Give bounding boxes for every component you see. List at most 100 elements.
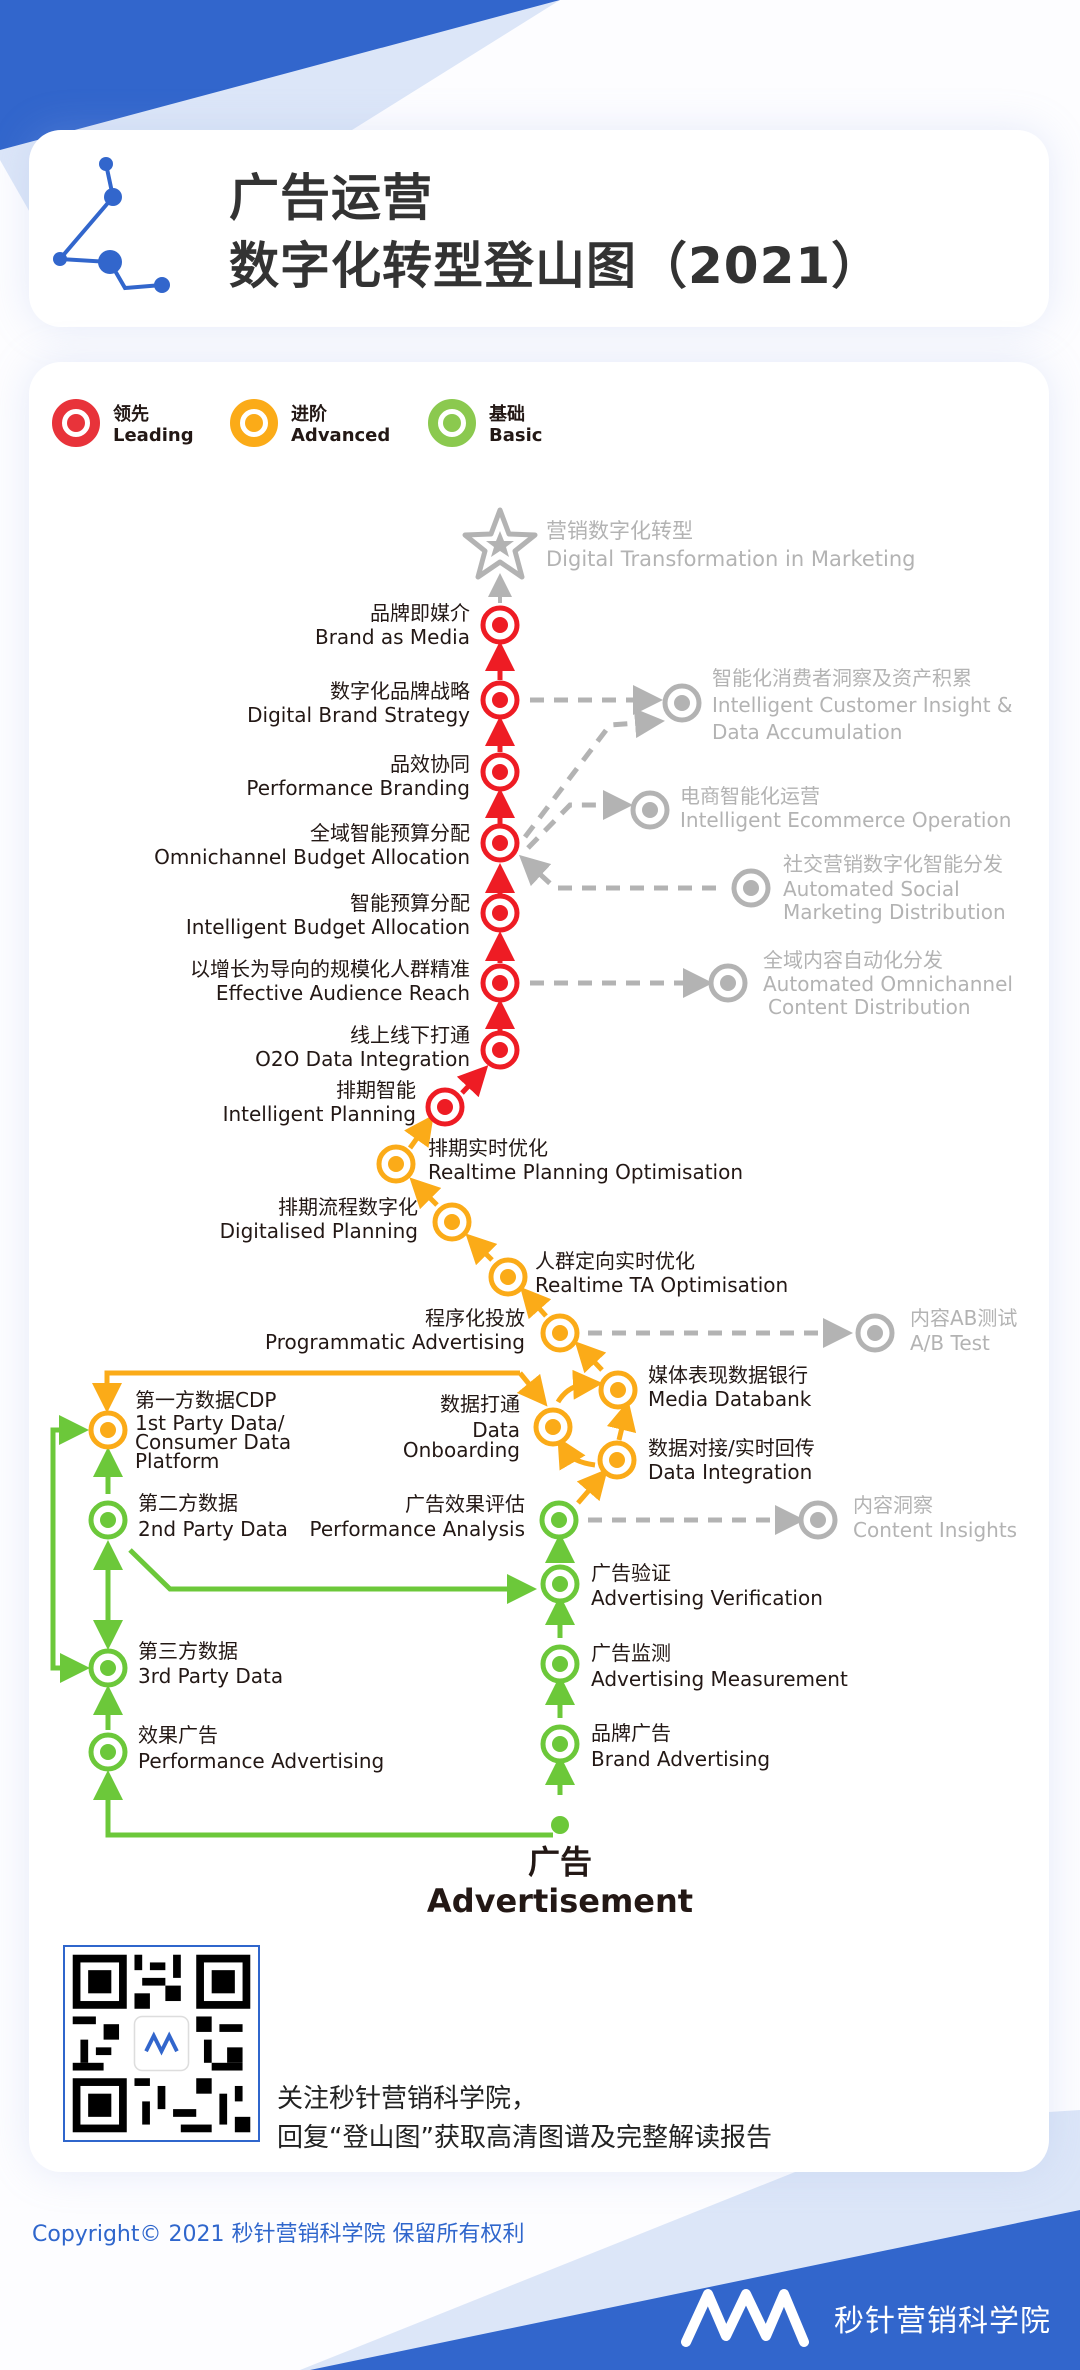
copyright-text: Copyright© 2021 秒针营销科学院 保留所有权利 bbox=[32, 2222, 525, 2247]
miaozhen-logo-icon bbox=[681, 2289, 809, 2347]
svg-text:Consumer Data: Consumer Data bbox=[135, 1430, 291, 1454]
svg-text:Intelligent Budget Allocation: Intelligent Budget Allocation bbox=[186, 915, 470, 939]
qr-caption-line2: 回复“登山图”获取高清图谱及完整解读报告 bbox=[277, 2123, 772, 2153]
root-en: Advertisement bbox=[427, 1882, 693, 1920]
legend-basic-icon bbox=[428, 399, 476, 447]
qr-pattern bbox=[72, 1954, 251, 2133]
svg-text:广告验证: 广告验证 bbox=[591, 1561, 671, 1585]
legend: 领先 Leading 进阶 Advanced 基础 Basic bbox=[52, 399, 542, 447]
svg-text:排期流程数字化: 排期流程数字化 bbox=[278, 1195, 418, 1219]
svg-text:智能预算分配: 智能预算分配 bbox=[350, 891, 470, 915]
node-performance-branding[interactable] bbox=[480, 752, 520, 792]
svg-text:全域内容自动化分发: 全域内容自动化分发 bbox=[763, 948, 943, 972]
legend-advanced-zh: 进阶 bbox=[291, 403, 328, 425]
svg-text:1st Party Data/: 1st Party Data/ bbox=[135, 1411, 285, 1435]
node-o2o[interactable] bbox=[480, 1030, 520, 1070]
svg-text:Intelligent Planning: Intelligent Planning bbox=[223, 1102, 416, 1126]
svg-text:品牌广告: 品牌广告 bbox=[591, 1721, 671, 1745]
svg-text:A/B Test: A/B Test bbox=[910, 1331, 990, 1355]
page-title-line1: 广告运营 bbox=[229, 169, 433, 227]
svg-text:Advertising Verification: Advertising Verification bbox=[591, 1586, 823, 1610]
summit-zh: 营销数字化转型 bbox=[546, 519, 693, 543]
node-digital-brand-strategy[interactable] bbox=[480, 680, 520, 720]
svg-text:媒体表现数据银行: 媒体表现数据银行 bbox=[648, 1363, 808, 1387]
svg-text:广告监测: 广告监测 bbox=[591, 1641, 671, 1665]
svg-text:Content Distribution: Content Distribution bbox=[768, 995, 971, 1019]
svg-text:以增长为导向的规模化人群精准: 以增长为导向的规模化人群精准 bbox=[190, 957, 470, 981]
svg-text:Performance Advertising: Performance Advertising bbox=[138, 1749, 384, 1773]
svg-text:Advertising Measurement: Advertising Measurement bbox=[591, 1667, 848, 1691]
node-performance-advertising[interactable] bbox=[88, 1732, 128, 1772]
svg-text:广告效果评估: 广告效果评估 bbox=[405, 1492, 525, 1516]
node-performance-analysis[interactable] bbox=[539, 1500, 579, 1540]
svg-text:数字化品牌战略: 数字化品牌战略 bbox=[330, 679, 470, 703]
legend-advanced-icon bbox=[230, 399, 278, 447]
svg-text:内容AB测试: 内容AB测试 bbox=[910, 1306, 1017, 1330]
svg-text:品牌即媒介: 品牌即媒介 bbox=[370, 601, 470, 625]
svg-text:排期智能: 排期智能 bbox=[336, 1078, 416, 1102]
node-brand-as-media[interactable] bbox=[480, 605, 520, 645]
node-effective-audience[interactable] bbox=[480, 963, 520, 1003]
legend-advanced-en: Advanced bbox=[291, 425, 390, 446]
svg-text:Automated Omnichannel: Automated Omnichannel bbox=[763, 972, 1013, 996]
node-ad-verification[interactable] bbox=[540, 1564, 580, 1604]
future-node-content-insights[interactable] bbox=[798, 1500, 838, 1540]
svg-text:第一方数据CDP: 第一方数据CDP bbox=[135, 1388, 276, 1412]
node-intelligent-planning[interactable] bbox=[425, 1087, 465, 1127]
root-zh: 广告 bbox=[528, 1843, 592, 1881]
future-node-ecommerce[interactable] bbox=[630, 790, 670, 830]
legend-leading-zh: 领先 bbox=[113, 403, 149, 425]
svg-text:排期实时优化: 排期实时优化 bbox=[428, 1136, 548, 1160]
page-title-line2: 数字化转型登山图（2021） bbox=[229, 237, 883, 295]
future-node-ab-test[interactable] bbox=[855, 1313, 895, 1353]
node-second-party[interactable] bbox=[88, 1500, 128, 1540]
svg-text:电商智能化运营: 电商智能化运营 bbox=[680, 784, 820, 808]
svg-text:内容洞察: 内容洞察 bbox=[853, 1493, 933, 1517]
node-realtime-planning[interactable] bbox=[376, 1144, 416, 1184]
node-realtime-ta[interactable] bbox=[488, 1257, 528, 1297]
svg-text:3rd Party Data: 3rd Party Data bbox=[138, 1664, 283, 1688]
qr-code-icon[interactable] bbox=[63, 1945, 260, 2142]
main-card bbox=[29, 362, 1049, 2172]
node-third-party[interactable] bbox=[88, 1648, 128, 1688]
svg-text:Intelligent Ecommerce Operatio: Intelligent Ecommerce Operation bbox=[680, 808, 1011, 832]
svg-text:Effective Audience Reach: Effective Audience Reach bbox=[216, 981, 470, 1005]
svg-text:线上线下打通: 线上线下打通 bbox=[350, 1023, 470, 1047]
svg-text:效果广告: 效果广告 bbox=[138, 1723, 218, 1747]
future-node-customer-insight[interactable] bbox=[662, 683, 702, 723]
node-intelligent-budget[interactable] bbox=[480, 893, 520, 933]
root-dot bbox=[551, 1816, 569, 1834]
node-ad-measurement[interactable] bbox=[540, 1644, 580, 1684]
svg-text:Brand as Media: Brand as Media bbox=[315, 625, 470, 649]
node-digitalised-planning[interactable] bbox=[432, 1202, 472, 1242]
node-omnichannel-budget[interactable] bbox=[480, 823, 520, 863]
legend-leading-icon bbox=[52, 399, 100, 447]
node-programmatic[interactable] bbox=[540, 1313, 580, 1353]
svg-text:Media Databank: Media Databank bbox=[648, 1387, 812, 1411]
svg-text:智能化消费者洞察及资产积累: 智能化消费者洞察及资产积累 bbox=[712, 666, 972, 690]
node-media-databank[interactable] bbox=[598, 1370, 638, 1410]
svg-text:Performance Analysis: Performance Analysis bbox=[310, 1517, 526, 1541]
legend-basic-zh: 基础 bbox=[488, 403, 525, 425]
svg-text:第三方数据: 第三方数据 bbox=[138, 1639, 238, 1663]
node-brand-advertising[interactable] bbox=[540, 1724, 580, 1764]
svg-text:Automated Social: Automated Social bbox=[783, 877, 960, 901]
legend-leading-en: Leading bbox=[113, 425, 194, 446]
svg-text:第二方数据: 第二方数据 bbox=[138, 1491, 238, 1515]
node-data-integration[interactable] bbox=[597, 1440, 637, 1480]
future-node-omni-content[interactable] bbox=[708, 963, 748, 1003]
svg-text:Realtime TA Optimisation: Realtime TA Optimisation bbox=[535, 1273, 788, 1297]
svg-text:Realtime Planning Optimisation: Realtime Planning Optimisation bbox=[428, 1160, 743, 1184]
qr-caption-line1: 关注秒针营销科学院， bbox=[277, 2084, 538, 2114]
legend-basic-en: Basic bbox=[489, 425, 542, 446]
svg-text:Data: Data bbox=[472, 1418, 520, 1442]
node-data-onboarding[interactable] bbox=[533, 1407, 573, 1447]
node-first-party[interactable] bbox=[88, 1410, 128, 1450]
svg-text:人群定向实时优化: 人群定向实时优化 bbox=[535, 1249, 695, 1273]
svg-text:品效协同: 品效协同 bbox=[390, 752, 470, 776]
future-node-social[interactable] bbox=[731, 868, 771, 908]
brand-name: 秒针营销科学院 bbox=[834, 2304, 1051, 2339]
bottom-banner-decoration bbox=[300, 2110, 1080, 2370]
